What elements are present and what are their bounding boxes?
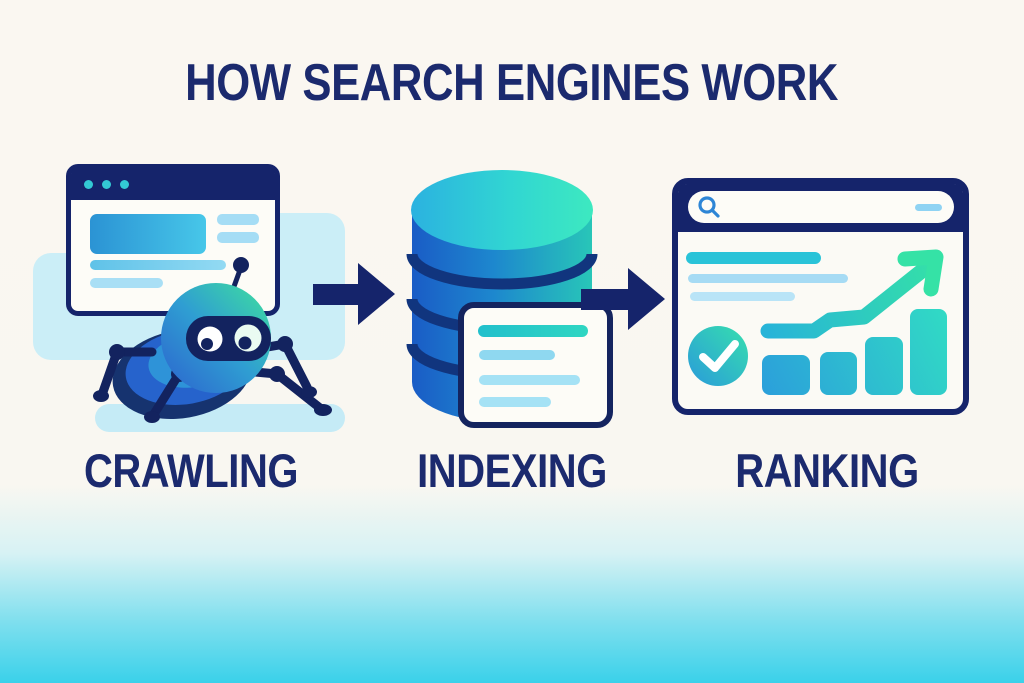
arrow-right-icon [581,268,665,330]
browser-hero-block [90,214,206,254]
window-dot-icon [102,180,111,189]
result-text-line [688,274,848,283]
bar-chart-icon [762,309,947,395]
document-text-line [479,397,551,407]
spider-pupil-right [238,336,252,350]
checkmark-tick [699,340,739,372]
document-card-icon [458,302,613,428]
result-text-line [686,252,821,264]
window-dot-icon [84,180,93,189]
window-dot-icon [120,180,129,189]
ranking-chart [686,249,947,395]
stage-label-ranking: RANKING [735,444,919,497]
browser-text-line [90,278,163,288]
database-top [411,170,593,250]
browser-text-chip [217,232,259,243]
search-results-window-icon [672,178,969,415]
browser-text-chip [217,214,259,225]
trend-arrowhead [897,249,944,297]
spider-crawler-icon [93,257,332,423]
search-bar-dash [915,204,942,211]
checkmark-icon [688,326,748,386]
document-text-line [478,325,588,337]
document-text-line [479,375,580,385]
search-bar [688,191,954,223]
browser-text-line [90,260,226,270]
stage-label-crawling: CRAWLING [83,444,299,497]
rank-titlebar [678,184,963,232]
spider-pupil-left [201,338,213,350]
magnifier-icon [698,196,720,218]
page-title: HOW SEARCH ENGINES WORK [0,57,1024,109]
result-text-line [690,292,795,301]
browser-window-icon [66,164,280,316]
browser-titlebar [71,169,275,200]
trend-up-arrow-icon [760,258,936,339]
page-title-text: HOW SEARCH ENGINES WORK [185,54,839,112]
stage-label-indexing: INDEXING [417,444,607,497]
document-text-line [479,350,555,360]
spider-antenna-tip [233,257,249,273]
arrow-right-icon [313,263,395,325]
